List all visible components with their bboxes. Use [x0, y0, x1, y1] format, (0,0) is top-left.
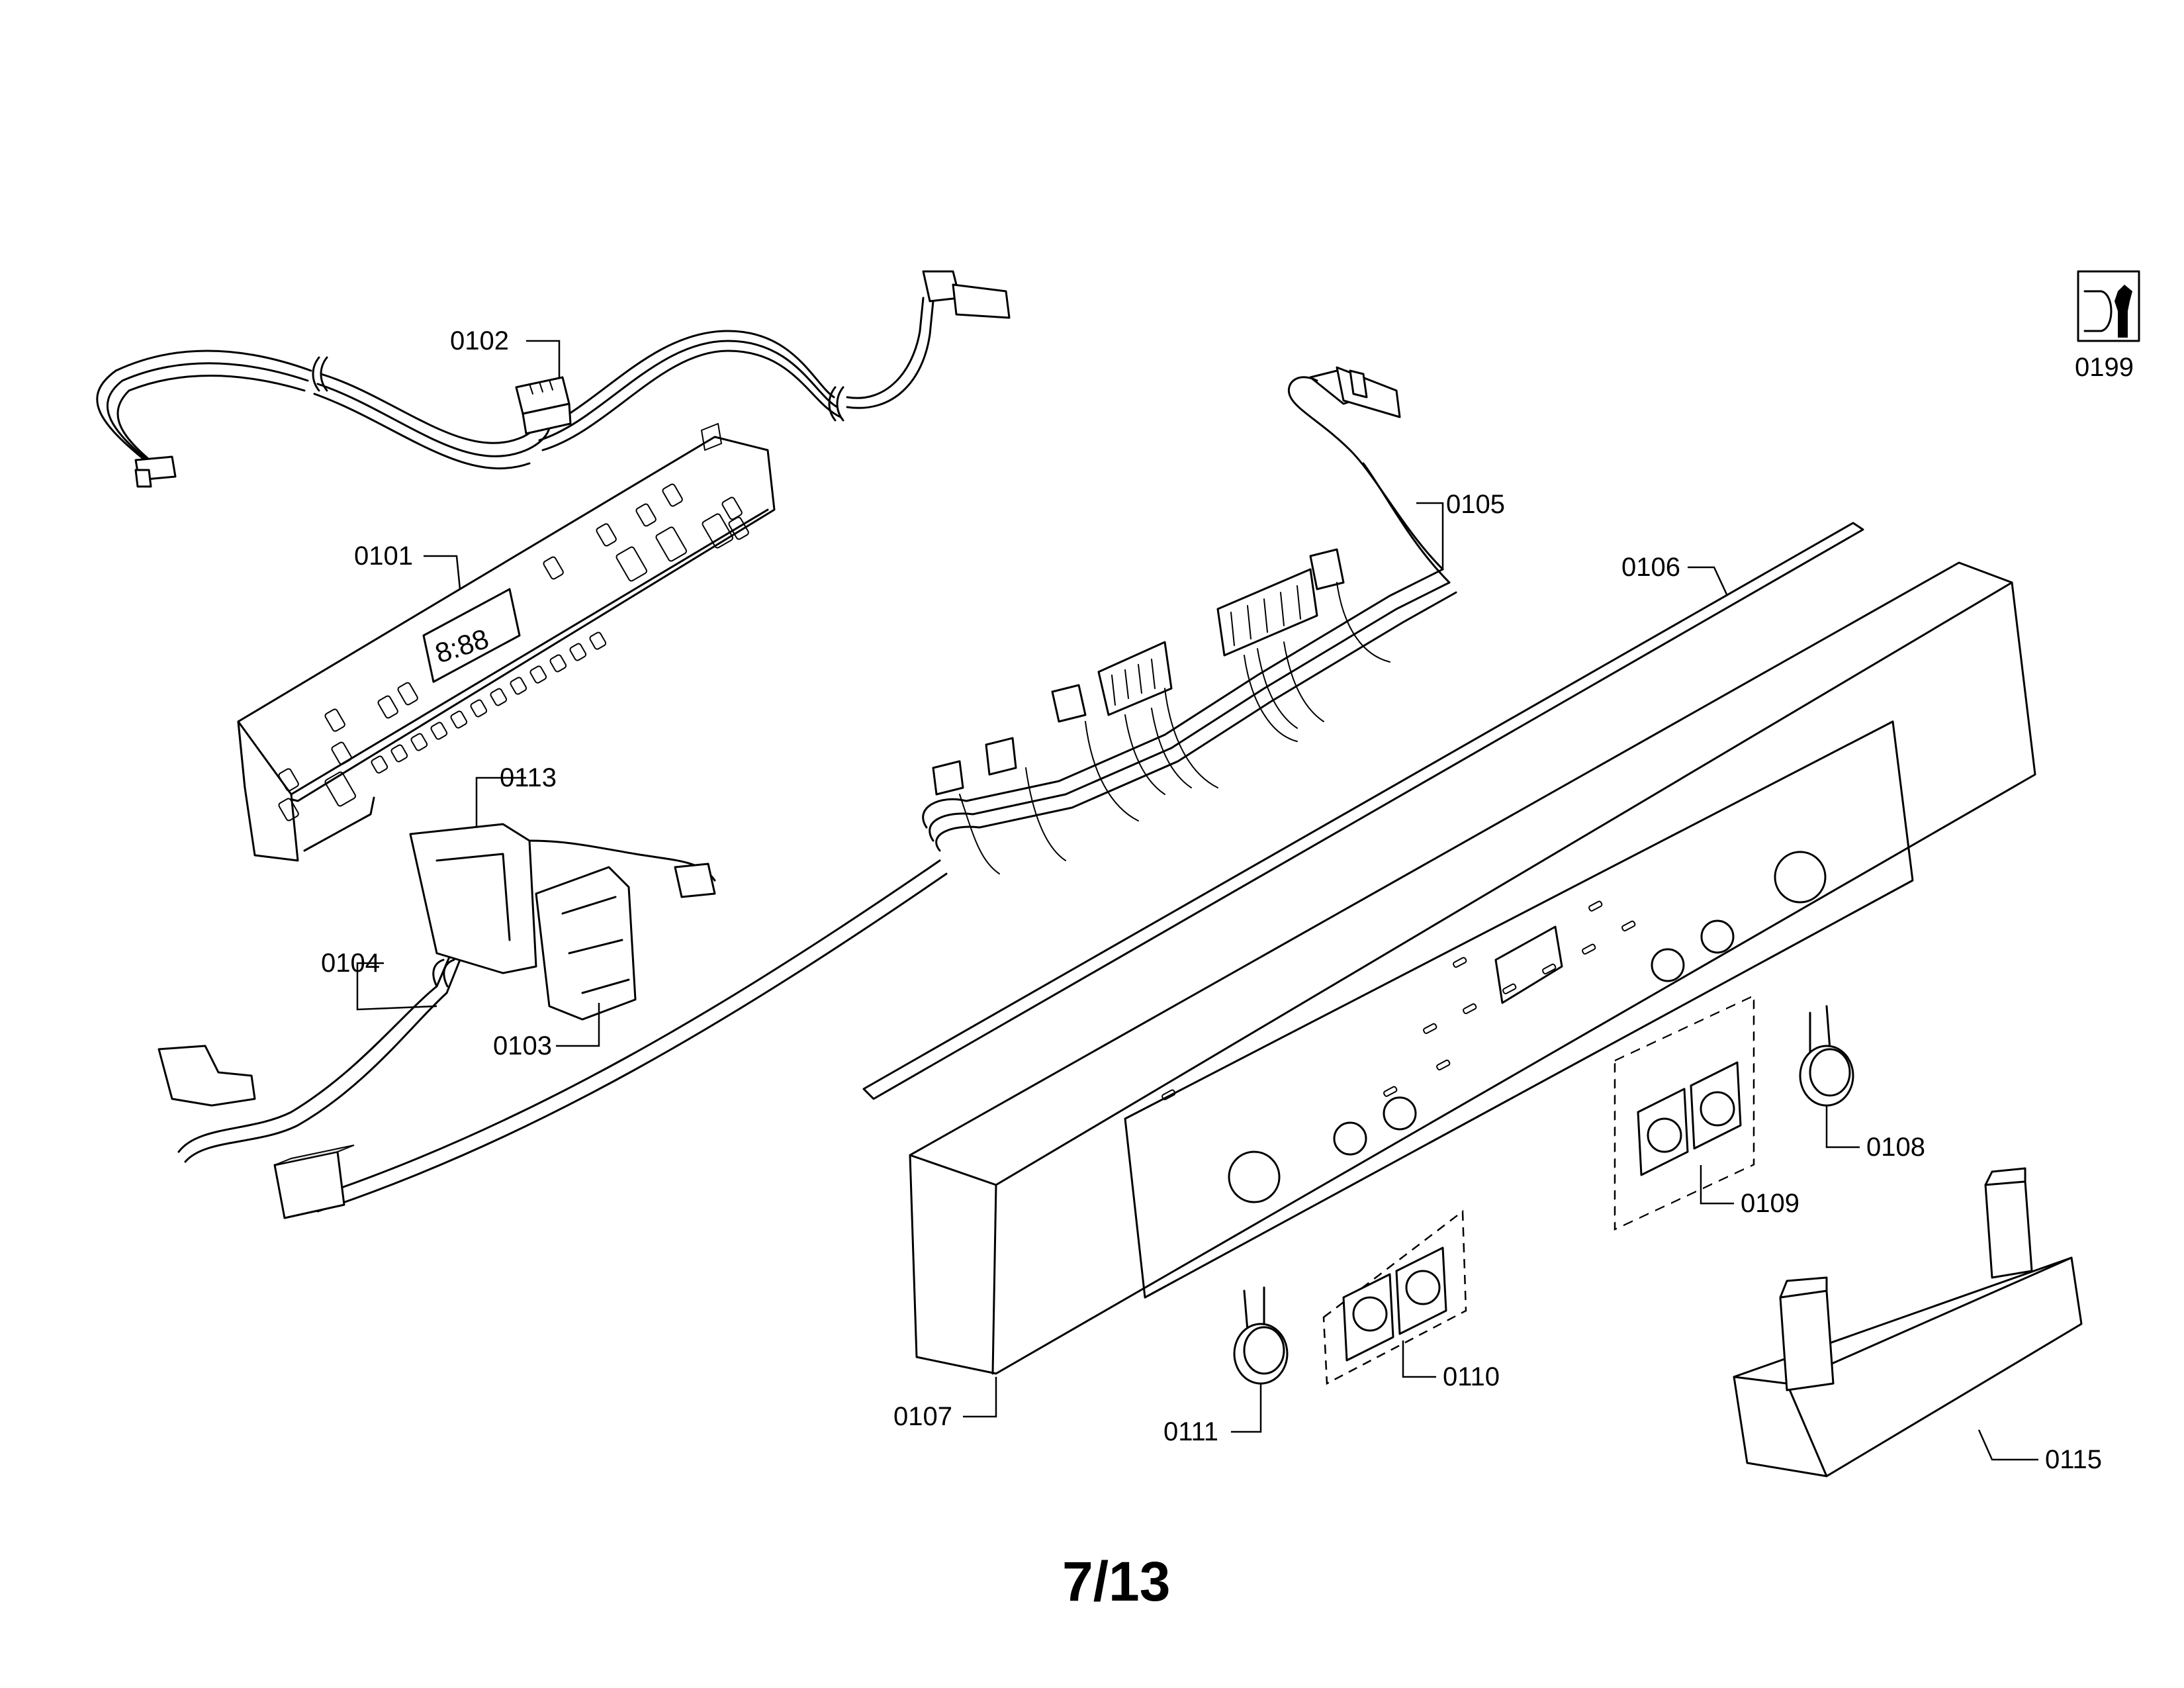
- panel-led: [1542, 963, 1557, 975]
- part-0107-control-panel[interactable]: [909, 561, 2036, 1375]
- board-button: [662, 483, 683, 507]
- part-0115-bracket[interactable]: [1733, 1167, 2083, 1477]
- label-0113[interactable]: 0113: [500, 763, 557, 792]
- part-0102-wire-harness[interactable]: [96, 270, 1011, 488]
- label-0199[interactable]: 0199: [2075, 353, 2134, 382]
- part-0111-knob[interactable]: [1233, 1286, 1289, 1385]
- panel-led: [1436, 1059, 1451, 1071]
- board-button: [377, 695, 398, 719]
- board-button-small: [490, 688, 508, 706]
- page-number: 7/13: [1062, 1550, 1171, 1613]
- panel-led: [1453, 957, 1467, 968]
- board-button-small: [470, 699, 488, 718]
- part-0113-bracket[interactable]: [409, 823, 716, 974]
- board-button-small: [390, 744, 408, 763]
- part-0109-button-pair[interactable]: [1614, 994, 1755, 1231]
- board-button-small: [549, 654, 567, 673]
- board-button: [331, 741, 352, 765]
- part-0101-control-board[interactable]: 8:88: [237, 423, 776, 862]
- panel-led: [1383, 1086, 1398, 1098]
- part-0110-button-pair[interactable]: [1322, 1209, 1467, 1385]
- label-0104[interactable]: 0104: [321, 949, 380, 978]
- panel-led: [1582, 943, 1596, 955]
- label-0105[interactable]: 0105: [1446, 490, 1505, 519]
- board-button: [635, 503, 657, 527]
- part-0199-service-kit[interactable]: [2077, 270, 2140, 342]
- panel-led: [1161, 1089, 1176, 1101]
- part-0108-knob[interactable]: [1799, 1005, 1854, 1107]
- label-0106[interactable]: 0106: [1621, 553, 1680, 582]
- label-0109[interactable]: 0109: [1741, 1189, 1799, 1218]
- board-button: [397, 682, 418, 706]
- part-0105-wiring-loom[interactable]: [922, 366, 1457, 874]
- label-0101[interactable]: 0101: [354, 541, 413, 571]
- panel-led: [1423, 1023, 1437, 1035]
- board-button: [655, 526, 688, 562]
- leader-lines: [356, 340, 2038, 1461]
- board-button-small: [589, 632, 607, 650]
- board-button-small: [450, 710, 468, 729]
- board-button-small: [510, 677, 527, 695]
- label-0108[interactable]: 0108: [1866, 1133, 1925, 1162]
- label-0103[interactable]: 0103: [493, 1031, 552, 1060]
- board-button-small: [430, 722, 448, 740]
- panel-led: [1463, 1003, 1477, 1015]
- board-button-small: [410, 733, 428, 751]
- panel-led: [1588, 900, 1603, 912]
- board-button: [615, 546, 648, 582]
- panel-led: [1502, 983, 1517, 995]
- panel-led: [1621, 920, 1636, 932]
- board-button-small: [569, 643, 587, 661]
- board-button: [324, 771, 357, 807]
- wrench-icon: [2083, 285, 2132, 338]
- label-0107[interactable]: 0107: [893, 1402, 952, 1431]
- part-0106-trim-strip[interactable]: [862, 522, 1864, 1100]
- label-0110[interactable]: 0110: [1443, 1362, 1500, 1391]
- board-button: [543, 556, 564, 580]
- board-button-small: [529, 665, 547, 684]
- part-labels: 0102 0101 0105 0106 0113 0104 0103 0108 …: [321, 326, 2134, 1474]
- board-button: [278, 768, 299, 792]
- board-button: [278, 798, 299, 821]
- board-button: [721, 496, 743, 520]
- board-button-small: [371, 755, 388, 774]
- board-button: [596, 523, 617, 547]
- part-0103-door-switch[interactable]: [535, 866, 637, 1021]
- board-button: [702, 513, 734, 549]
- label-0102[interactable]: 0102: [450, 326, 509, 355]
- part-0104-cable[interactable]: [158, 859, 948, 1219]
- label-0115[interactable]: 0115: [2045, 1445, 2102, 1474]
- label-0111[interactable]: 0111: [1163, 1417, 1218, 1446]
- board-button: [324, 708, 345, 732]
